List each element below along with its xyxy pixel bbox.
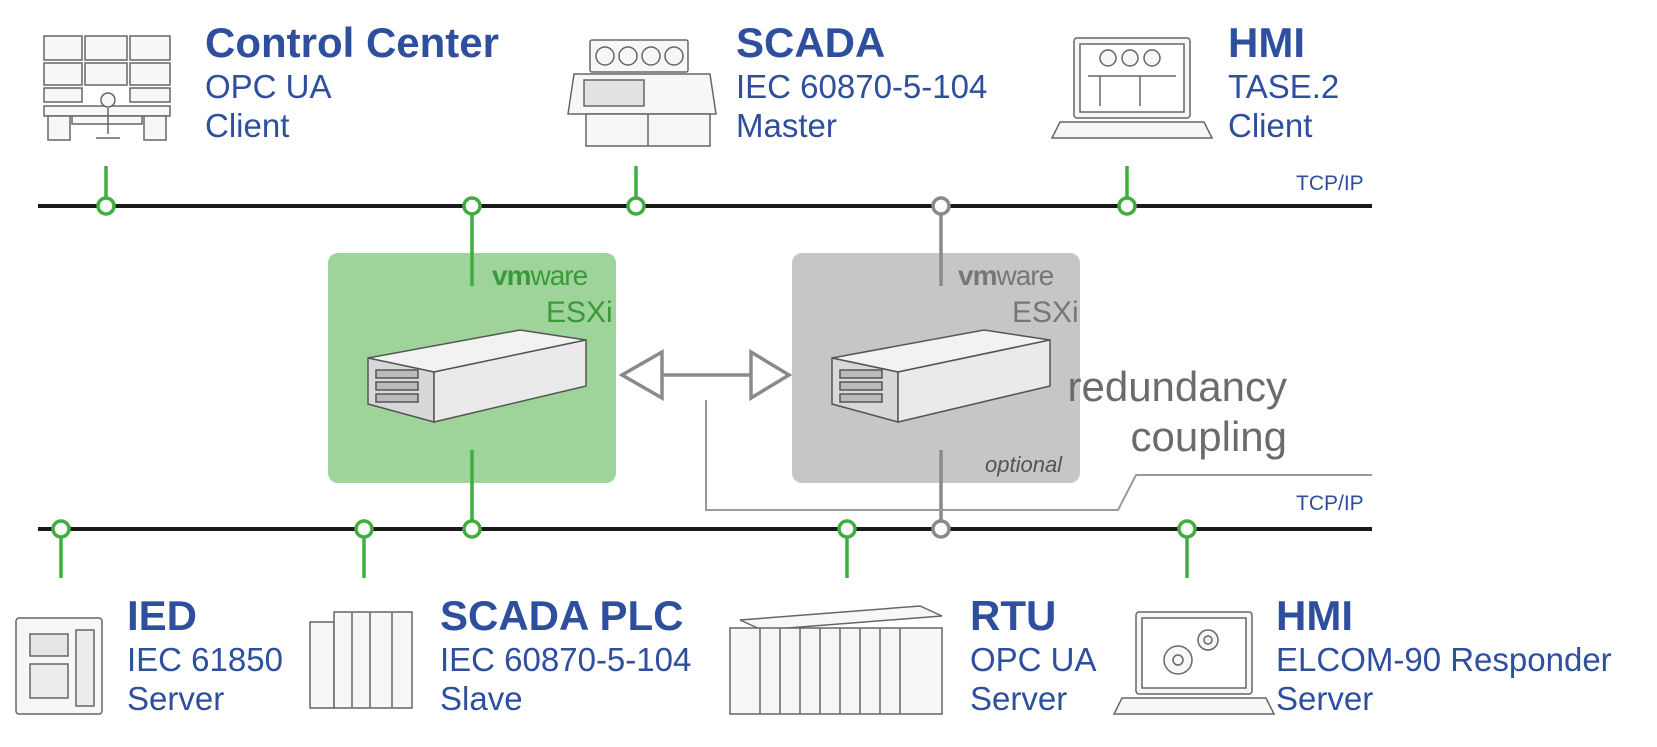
laptop-gears-icon	[1112, 611, 1276, 715]
device-protocol: TASE.2	[1228, 68, 1340, 105]
control-center-icon	[43, 35, 171, 141]
redundancy-pointer	[705, 400, 1372, 511]
device-label-rtu: RTU OPC UA Server	[970, 592, 1097, 717]
ied-relay-icon	[15, 617, 103, 715]
device-role: Slave	[440, 680, 523, 717]
top-network-label: TCP/IP	[1296, 172, 1364, 195]
device-protocol: IEC 60870-5-104	[736, 68, 988, 105]
device-label-scada-plc: SCADA PLC IEC 60870-5-104 Slave	[440, 592, 692, 717]
device-label-scada: SCADA IEC 60870-5-104 Master	[736, 19, 988, 144]
device-label-control-center: Control Center OPC UA Client	[205, 19, 499, 144]
device-label-ied: IED IEC 61850 Server	[127, 592, 283, 717]
device-protocol: OPC UA	[970, 641, 1097, 678]
laptop-map-icon	[1050, 37, 1214, 139]
server-chassis-icon	[367, 329, 587, 423]
server-chassis-icon	[831, 329, 1051, 423]
device-title: Control Center	[205, 19, 499, 66]
redundancy-line-1: redundancy	[1067, 363, 1288, 410]
secondary-vendor-logo: vmware	[958, 260, 1054, 292]
device-protocol: IEC 61850	[127, 641, 283, 678]
vendor-mark-b: ware	[996, 260, 1054, 291]
top-node-scada	[626, 196, 646, 216]
bottom-node-plc	[354, 519, 374, 539]
vendor-mark-a: vm	[958, 260, 997, 291]
device-role: Client	[205, 107, 290, 144]
device-protocol: IEC 60870-5-104	[440, 641, 692, 678]
device-role: Server	[1276, 680, 1374, 717]
device-label-hmi-top: HMI TASE.2 Client	[1228, 19, 1340, 144]
device-title: RTU	[970, 592, 1057, 639]
device-title: HMI	[1228, 19, 1305, 66]
redundancy-label: redundancy coupling	[1068, 362, 1288, 461]
top-node-primary-server	[462, 196, 482, 216]
top-node-secondary-server	[931, 196, 951, 216]
device-title: IED	[127, 592, 198, 639]
device-title: SCADA PLC	[440, 592, 684, 639]
bottom-node-rtu	[837, 519, 857, 539]
primary-vendor-logo: vmware	[492, 260, 588, 292]
device-label-hmi-bottom: HMI ELCOM-90 Responder Server	[1276, 592, 1612, 717]
vendor-mark-a: vm	[492, 260, 531, 291]
bottom-node-hmi	[1177, 519, 1197, 539]
redundancy-line-2: coupling	[1130, 412, 1287, 460]
device-role: Server	[970, 680, 1068, 717]
primary-product-label: ESXi	[546, 296, 613, 329]
device-title: HMI	[1276, 592, 1353, 639]
rtu-rack-icon	[729, 605, 943, 715]
secondary-product-label: ESXi	[1012, 296, 1079, 329]
device-role: Server	[127, 680, 225, 717]
device-title: SCADA	[736, 19, 886, 66]
plc-icon	[309, 611, 413, 709]
device-protocol: ELCOM-90 Responder	[1276, 641, 1612, 678]
vendor-mark-b: ware	[530, 260, 588, 291]
optional-tag: optional	[985, 452, 1063, 477]
bottom-node-primary-server	[462, 519, 482, 539]
device-role: Client	[1228, 107, 1313, 144]
scada-console-icon	[567, 39, 717, 147]
device-role: Master	[736, 107, 837, 144]
top-node-hmi	[1117, 196, 1137, 216]
bottom-node-ied	[51, 519, 71, 539]
redundancy-arrow	[618, 348, 793, 402]
top-node-control-center	[96, 196, 116, 216]
bottom-node-secondary-server	[931, 519, 951, 539]
device-protocol: OPC UA	[205, 68, 332, 105]
bottom-network-label: TCP/IP	[1296, 492, 1364, 515]
